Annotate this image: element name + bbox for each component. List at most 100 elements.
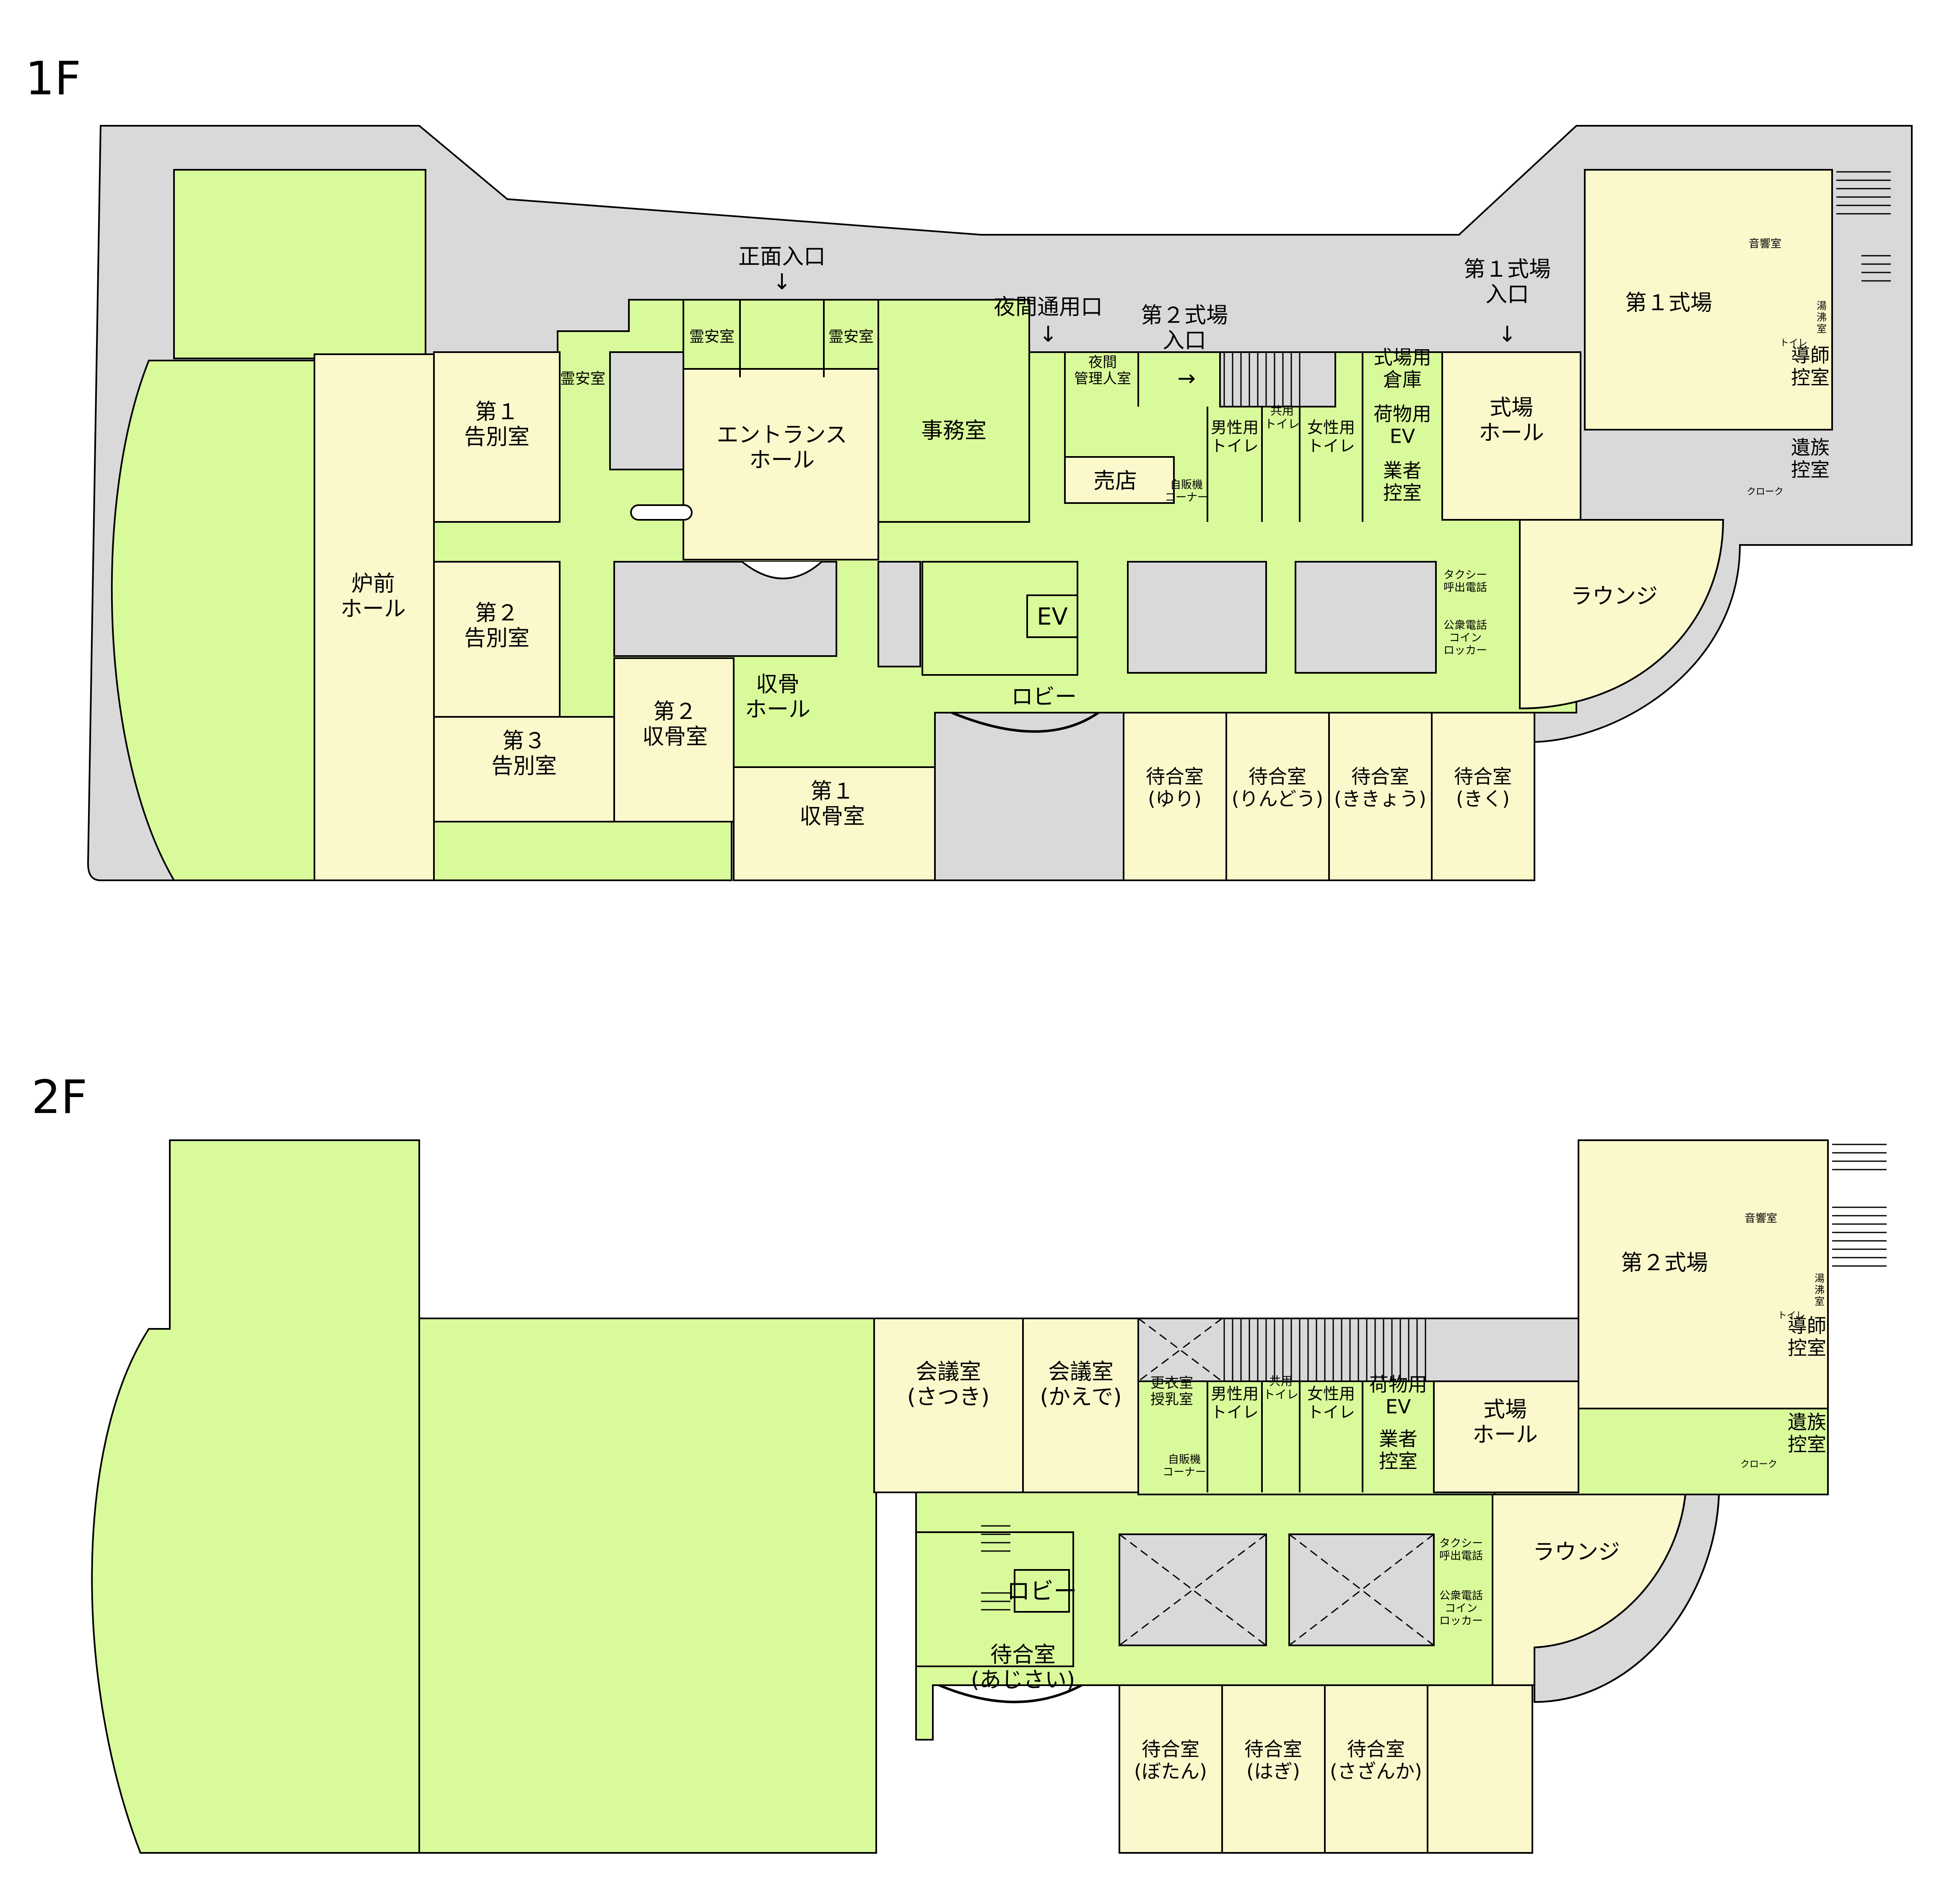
room-wait-kikyou-box — [1328, 712, 1433, 881]
room-family-label: 遺族控室 — [1791, 436, 1830, 481]
room-mens-toilet-2f-label: 男性用トイレ — [1211, 1385, 1259, 1422]
floor-label-1f: 1F — [25, 52, 81, 105]
room-venue-storage-label: 式場用倉庫 — [1373, 346, 1431, 391]
label-night-entrance-arrow: ↓ — [1039, 322, 1057, 347]
walls-2f — [873, 1139, 1829, 1854]
floor-1f: 1F — [25, 52, 1913, 881]
room-wait-hagi-box — [1324, 1684, 1428, 1854]
room-wait-rindou-label: 待合室(りんどう) — [1232, 765, 1324, 810]
room-lounge-label: ラウンジ — [1571, 584, 1658, 609]
room-wait-ajisai-label: 待合室(ぼたん) — [1134, 1738, 1207, 1783]
block-grey-b-1f — [613, 561, 837, 657]
label-ceremony-2-entrance-arrow: → — [1177, 366, 1196, 391]
room-toilet-small-2f-label: トイレ — [1778, 1310, 1805, 1321]
room-mens-toilet-label: 男性用トイレ — [1211, 418, 1259, 455]
room-lounge-2f-label: ラウンジ — [1533, 1540, 1620, 1565]
room-locker-2f-label: コインロッカー — [1439, 1602, 1483, 1627]
room-farewell-3-label: 第３告別室 — [491, 729, 557, 779]
room-shop-box — [1064, 456, 1175, 504]
room-bone-hall-label: 収骨ホール — [745, 672, 810, 722]
floor-2f: 2F — [31, 1070, 1887, 1854]
label-ceremony-1-entrance: 第１式場入口 — [1464, 257, 1551, 307]
room-taxi-2f-label: タクシー呼出電話 — [1439, 1537, 1483, 1562]
floor-label-2f: 2F — [31, 1070, 87, 1124]
room-cloak-label: クローク — [1747, 487, 1783, 497]
room-bone-2-label: 第２収骨室 — [642, 699, 708, 750]
lobby-door-arc-1f — [951, 711, 1099, 733]
bench-1f — [630, 504, 693, 521]
room-farewell-1-label: 第１告別室 — [464, 400, 530, 450]
stairs-2f — [981, 1144, 1887, 1611]
room-wait-kikyou-label: 待合室(ききょう) — [1334, 765, 1426, 810]
room-locker-label: コインロッカー — [1443, 632, 1487, 657]
room-office-label: 事務室 — [921, 418, 986, 444]
room-vending-2f-label: 自販機コーナー — [1163, 1453, 1206, 1479]
room-wait-sazanka-box — [1427, 1684, 1533, 1854]
room-ceremony-hall-lobby-2f-label: 式場ホール — [1472, 1397, 1538, 1448]
room-ceremony-1-label: 第１式場 — [1625, 291, 1712, 316]
block-cross-2f — [1119, 1318, 1434, 1646]
labels-1f: 炉前ホール 第１告別室 第２告別室 第３告別室 霊安室 霊安室 霊安室 エントラ… — [340, 238, 1830, 829]
room-taxi-label: タクシー呼出電話 — [1443, 569, 1487, 594]
room-office-box — [877, 299, 1030, 523]
room-lobby-label: ロビー — [1011, 685, 1077, 710]
block-grey-a-1f — [609, 351, 684, 470]
room-ceremony-1-box — [1584, 169, 1833, 431]
room-reian-2-label: 霊安室 — [689, 328, 735, 345]
block-left-curve-1f — [111, 360, 315, 881]
room-phone-2f-label: 公衆電話 — [1439, 1590, 1483, 1602]
room-shared-toilet-2f-label: 共用トイレ — [1263, 1374, 1298, 1401]
room-meeting-satsuki-label: 会議室(さつき) — [907, 1359, 990, 1410]
block-left-top-1f — [173, 169, 426, 359]
room-meeting-kaede-box — [1022, 1318, 1139, 1493]
room-wait-ajisai-box — [1119, 1684, 1223, 1854]
lobby-door-arc-2f — [938, 1684, 1083, 1703]
room-ceremony-hall-lobby-2f-box — [1433, 1380, 1579, 1493]
room-priest-2f-label: 導師控室 — [1788, 1315, 1826, 1359]
walls-1f — [433, 169, 1833, 881]
room-zenzen-hall-label: 炉前ホール — [340, 571, 406, 622]
entrance-door-1f — [741, 561, 823, 579]
block-grey-d-1f — [1127, 561, 1267, 674]
room-ceremony-2-label: 第２式場 — [1621, 1250, 1708, 1276]
room-ev: EV — [1037, 603, 1068, 630]
block-grey-e-1f — [1295, 561, 1437, 674]
room-phone-label: 公衆電話 — [1443, 619, 1487, 632]
room-womens-toilet-2f-label: 女性用トイレ — [1307, 1385, 1355, 1422]
labels-2f: 会議室(さつき) 会議室(かえで) 更衣室授乳室 自販機コーナー 男性用トイレ … — [907, 1212, 1826, 1782]
room-sound-2f-label: 音響室 — [1745, 1212, 1777, 1225]
room-cloak-2f-label: クローク — [1740, 1459, 1777, 1470]
label-night-entrance: 夜間通用口 — [994, 295, 1103, 320]
room-lounge-box — [1519, 519, 1724, 710]
block-grey-c-1f — [877, 561, 921, 667]
label-main-entrance: 正面入口 — [738, 244, 826, 270]
room-boiler-label: 湯沸室 — [1817, 300, 1827, 335]
room-priest-label: 導師控室 — [1791, 344, 1830, 389]
room-wait-kiku-box — [1431, 712, 1535, 881]
room-vending-label: 自販機コーナー — [1165, 479, 1208, 504]
room-meeting-kaede-label: 会議室(かえで) — [1040, 1359, 1121, 1410]
room-wait-botan-box — [1221, 1684, 1326, 1854]
room-farewell-2-label: 第２告別室 — [464, 601, 530, 651]
room-zenzen-hall — [314, 353, 435, 881]
room-boiler-2f-label: 湯沸室 — [1815, 1272, 1825, 1307]
stairs-lines-1f — [1223, 352, 1301, 407]
room-ceremony-hall-lobby-label: 式場ホール — [1479, 395, 1544, 446]
label-ceremony-1-entrance-arrow: ↓ — [1498, 322, 1516, 347]
room-wait-botan-label: 待合室(はぎ) — [1244, 1738, 1302, 1783]
room-lobby-2f-label: 待合室(あじさい) — [971, 1642, 1075, 1693]
stairs-right-1f — [1836, 171, 1891, 282]
room-vendor-waiting-label: 業者控室 — [1383, 459, 1422, 504]
room-entrance-hall-label: エントランスホール — [717, 423, 847, 473]
room-bone-1-label: 第１収骨室 — [800, 779, 865, 829]
room-shared-toilet-label: 共用トイレ — [1264, 404, 1300, 431]
room-wait-kiku-label: 待合室(きく) — [1454, 765, 1512, 810]
label-main-entrance-arrow: ↓ — [773, 270, 791, 295]
room-sound-label: 音響室 — [1749, 238, 1781, 250]
ev-shaft-2f — [1014, 1569, 1070, 1613]
room-family-2f-label: 遺族控室 — [1788, 1411, 1826, 1456]
block-left-2f — [91, 1139, 877, 1854]
room-reian-1-label: 霊安室 — [560, 370, 605, 387]
room-changing-label: 更衣室授乳室 — [1150, 1375, 1193, 1408]
